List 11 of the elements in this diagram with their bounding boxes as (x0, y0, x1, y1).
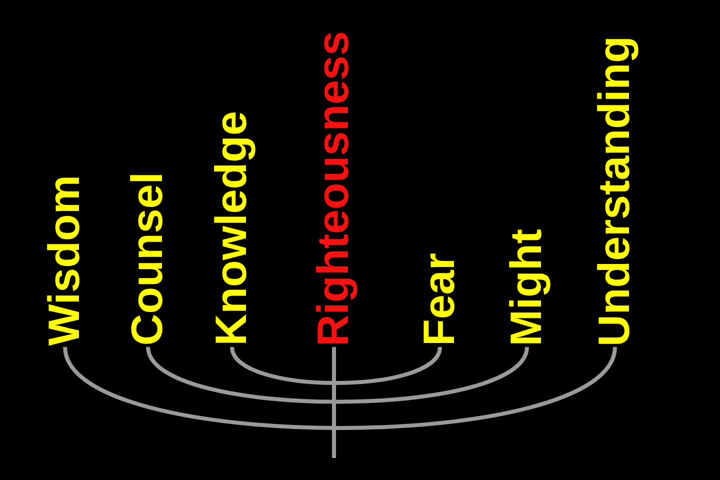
arc-line (230, 346, 442, 385)
branch-word: Fear (417, 253, 463, 346)
branch-word: Knowledge (209, 111, 255, 346)
stem-line (332, 347, 336, 458)
branch-word: Understanding (592, 36, 638, 346)
branch-word: Righteousness (311, 30, 357, 346)
arc-line (146, 346, 529, 404)
branch-word: Counsel (125, 172, 171, 346)
branch-word: Wisdom (42, 175, 88, 346)
arc-line (63, 346, 617, 430)
branch-word: Might (504, 228, 550, 346)
